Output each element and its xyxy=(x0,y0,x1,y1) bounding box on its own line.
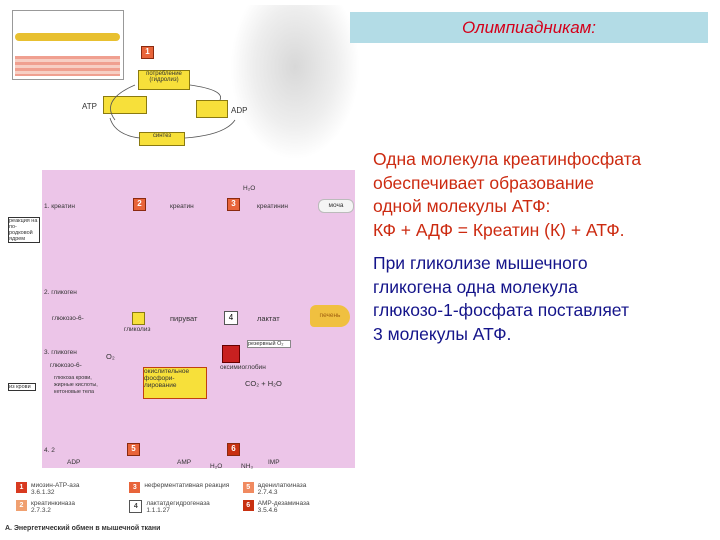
creatinine-label: креатинин xyxy=(257,203,288,210)
glycolysis-box xyxy=(132,312,145,325)
text-line: обеспечивает образование xyxy=(373,172,595,193)
legend-badge: 4 xyxy=(129,500,143,513)
text-line: При гликолизе мышечного xyxy=(373,253,588,273)
g6p-label-3: глюкозо-6- xyxy=(50,362,82,369)
adp-label: ADP xyxy=(231,106,248,115)
enzyme-3-badge: 3 xyxy=(227,198,240,211)
synthesis-box: синтез xyxy=(139,132,185,146)
creatine-label: 1. креатин xyxy=(44,203,75,210)
adp-label-row4: ADP xyxy=(67,459,81,466)
enzyme-4-badge: 4 xyxy=(224,311,238,325)
enzyme-1-badge: 1 xyxy=(141,46,154,59)
text-line: гликогена одна молекула xyxy=(373,276,578,297)
nh3-label: NH₃ xyxy=(241,463,254,470)
imp-label: IMP xyxy=(268,459,280,466)
metabolism-diagram-panel xyxy=(42,170,355,468)
urine-label: моча xyxy=(318,199,354,213)
fuel-sources-label: глюкоза крови, жирные кислоты, кетоновые… xyxy=(54,375,98,395)
glycolysis-text: При гликолизе мышечного гликогена одна м… xyxy=(373,252,718,346)
g6p-label-2: глюкозо-6- xyxy=(52,315,84,322)
adp-molecule-icon xyxy=(196,100,228,118)
enzyme-6-badge: 6 xyxy=(227,443,240,456)
lactate-label: лактат xyxy=(257,314,280,323)
text-line: глюкозо-1-фосфата поставляет xyxy=(373,300,629,320)
myoglobin-icon xyxy=(222,345,240,363)
enzyme-2-badge: 2 xyxy=(133,198,146,211)
h2o-label: H₂O xyxy=(210,463,223,470)
legend-badge: 2 xyxy=(16,500,27,511)
glycogen-label-2: 2. гликоген xyxy=(44,289,77,296)
legend-badge: 6 xyxy=(242,500,254,511)
text-line: одной молекулы АТФ: xyxy=(373,196,551,216)
runner-background-image xyxy=(230,5,360,160)
side-note-box: реакция на по-родковой ядрем xyxy=(8,217,40,243)
water-label: H₂O xyxy=(243,185,256,192)
o2-label: O₂ xyxy=(106,352,115,361)
from-blood-box: из крови xyxy=(8,383,36,391)
title-banner: Олимпиадникам: xyxy=(350,12,708,43)
actin-filament xyxy=(15,33,120,41)
amp-label: AMP xyxy=(177,459,192,466)
myosin-filament xyxy=(15,56,120,76)
pyruvate-label: пируват xyxy=(170,314,198,323)
enzyme-5-badge: 5 xyxy=(127,443,140,456)
glycogen-label-3: 3. гликоген xyxy=(44,349,77,356)
glycolysis-label: гликолиз xyxy=(124,326,151,333)
legend-badge: 1 xyxy=(16,482,27,493)
creatine-mid-label: креатин xyxy=(170,203,194,210)
reserve-o2-box: резервный O₂ xyxy=(247,340,291,348)
hydrolysis-box: потребление (гидролиз) xyxy=(138,70,190,90)
liver-icon: печень xyxy=(310,305,350,327)
legend-badge: 5 xyxy=(242,482,254,493)
cycle-arrows xyxy=(109,84,236,139)
row4-label: 4. 2 xyxy=(44,447,55,454)
text-line: Одна молекула креатинфосфата xyxy=(373,149,642,169)
atp-label: ATP xyxy=(82,102,97,111)
figure-caption: А. Энергетический обмен в мышечной ткани xyxy=(5,525,161,532)
oxymyoglobin-label: оксимиоглобин xyxy=(220,364,266,371)
oxidative-phosphorylation-box: окислительное фосфори-лирование xyxy=(143,367,207,399)
atp-molecule-icon xyxy=(103,96,147,114)
legend-badge: 3 xyxy=(129,482,141,493)
text-line: КФ + АДФ = Креатин (К) + АТФ. xyxy=(373,219,625,240)
title-text: Олимпиадникам: xyxy=(461,17,597,37)
muscle-fiber-illustration xyxy=(12,10,124,80)
creatine-phosphate-text: Одна молекула креатинфосфата обеспечивае… xyxy=(373,148,718,242)
text-line: 3 молекулы АТФ. xyxy=(373,323,512,344)
co2-h2o-label: CO₂ + H₂O xyxy=(245,379,282,388)
